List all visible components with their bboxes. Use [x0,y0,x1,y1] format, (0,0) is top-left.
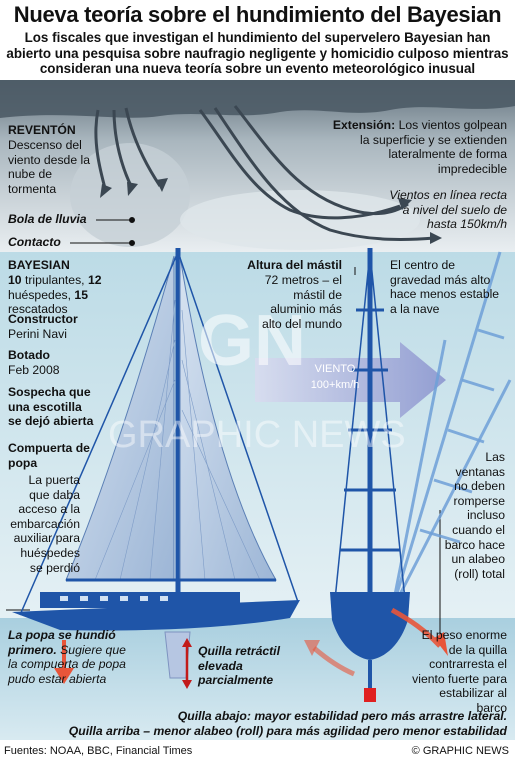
mast-text: 72 metros – el mástil de aluminio más al… [262,273,342,331]
main-sail [179,255,277,581]
spreading-wind-arrow-icon [198,105,436,242]
keel-up-text: Quilla arriba – menor alabeo (roll) para… [68,724,507,738]
right-hull [330,592,410,660]
windows-text: Las ventanas no deben romperse incluso c… [444,450,505,581]
hatch-suspicion: Sospecha que una escotilla se dejó abier… [8,385,94,429]
page-subtitle: Los fiscales que investigan el hundimien… [6,30,509,76]
downburst-text: Descenso del viento desde la nube de tor… [8,138,90,196]
keel-updown-arrow-icon [182,638,192,689]
mast-heading: Altura del mástil [247,258,342,272]
fore-sail [65,255,175,581]
rain-ball-label: Bola de lluvia [8,212,87,226]
counter-rotation-arrow-icon [312,646,355,677]
ship-heading: BAYESIAN [8,258,70,272]
downburst-heading: REVENTÓN [8,123,76,137]
keel-weight-text: El peso enorme de la quilla contrarresta… [412,628,507,715]
stern-hatch-text: La puerta que daba acceso a la embarcaci… [10,473,80,575]
rotation-arrow-icon [390,607,442,648]
wind-speed: 100+km/h [310,379,360,391]
footer [0,742,515,761]
keel-retract-label: Quilla retráctil elevada parcialmente [198,644,280,688]
page-title: Nueva teoría sobre el hundimiento del Ba… [13,2,502,27]
contact-label: Contacto [8,235,61,249]
launched-value: Feb 2008 [8,363,60,377]
launched-label: Botado [8,348,50,362]
storm-cloud [0,80,515,118]
builder-label: Constructor [8,312,78,326]
wind-label: VIENTO [314,363,356,375]
keel-down-text: Quilla abajo: mayor estabilidad pero más… [177,709,507,723]
builder-value: Perini Navi [8,327,67,341]
sources: Fuentes: NOAA, BBC, Financial Times [4,745,193,757]
stern-hatch-label: Compuerta de popa [8,441,90,470]
gravity-text: El centro de gravedad más alto hace meno… [390,258,500,316]
stern-sank-text: La popa se hundió primero. Sugiere que l… [8,628,126,686]
ship-people: 10 tripulantes, 12 huéspedes, 15 rescata… [8,273,102,317]
wind-arrow-icon [255,342,446,418]
copyright: © GRAPHIC NEWS [411,745,509,757]
straight-winds-label: Vientos en línea recta a nivel del suelo… [389,188,507,232]
bayesian-diagram [0,80,515,740]
stern-down-arrow-icon [54,640,74,684]
extension-text: Extensión: Los vientos golpean la superf… [332,118,507,176]
